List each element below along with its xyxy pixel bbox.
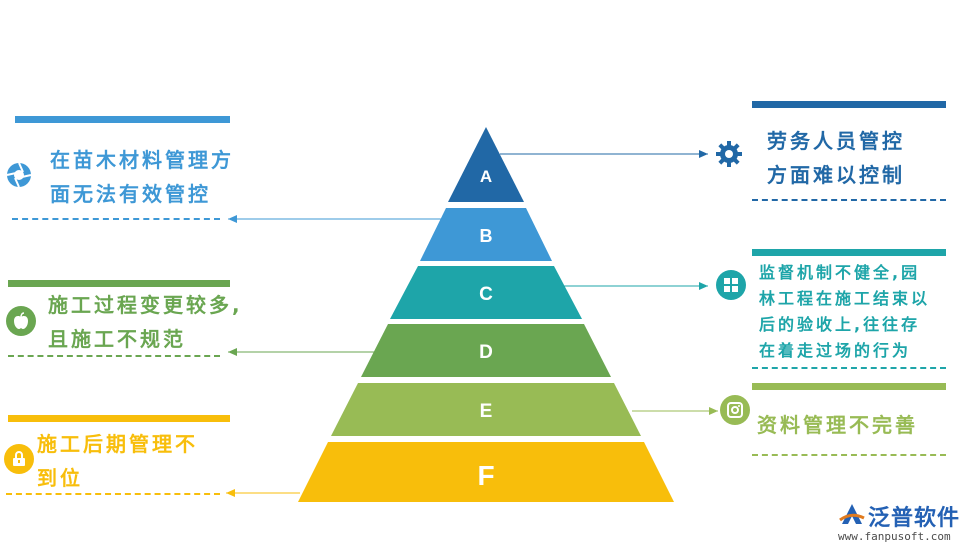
left-item2-text-line2: 且施工不规范	[48, 327, 186, 351]
left-item1-text-line1: 在苗木材料管理方	[50, 148, 234, 172]
level-label-d: D	[479, 342, 493, 363]
level-label-b: B	[480, 226, 493, 246]
left-item2-top-bar	[8, 280, 230, 287]
left-item2-text-line1: 施工过程变更较多,	[48, 293, 243, 317]
right-item2-text-line3: 后的验收上,往往存	[759, 315, 921, 334]
right-item1-top-bar	[752, 101, 946, 108]
right-item3-top-bar	[752, 383, 946, 390]
brand-logo-icon	[839, 504, 865, 524]
gear-icon	[714, 139, 744, 169]
left-item3-top-bar	[8, 415, 230, 422]
left-item1-top-bar	[15, 116, 230, 123]
right-item3-dashed-line	[752, 454, 946, 456]
left-item1-dashed-line	[12, 218, 220, 220]
pyramid-level-c	[390, 266, 582, 319]
right-item2-text-line2: 林工程在施工结束以	[759, 289, 931, 308]
windows-icon	[716, 270, 746, 300]
brand-logo: 泛普软件 www.fanpusoft.com	[838, 500, 963, 548]
pyramid-level-e	[331, 383, 641, 436]
right-item1-dashed-line	[752, 199, 946, 201]
right-item3-text: 资料管理不完善	[757, 413, 918, 437]
right-item2-top-bar	[752, 249, 946, 256]
level-label-f: F	[477, 460, 494, 491]
level-label-e: E	[480, 401, 493, 422]
level-label-a: A	[480, 167, 492, 186]
brand-url: www.fanpusoft.com	[838, 530, 951, 543]
pyramid-level-f	[298, 442, 674, 502]
right-item2-text-line4: 在着走过场的行为	[759, 341, 912, 360]
left-item1-text-line2: 面无法有效管控	[50, 182, 211, 206]
left-item3-text-line2: 到位	[37, 466, 83, 490]
left-item2-dashed-line	[8, 355, 220, 357]
aperture-icon	[4, 160, 34, 190]
left-item3-text-line1: 施工后期管理不	[37, 432, 198, 456]
right-item2-dashed-line	[752, 367, 946, 369]
instagram-icon	[720, 395, 750, 425]
left-item3-dashed-line	[6, 493, 220, 495]
apple-icon	[6, 306, 36, 336]
right-item2-text-line1: 监督机制不健全,园	[759, 263, 921, 282]
right-item1-text-line1: 劳务人员管控	[767, 129, 905, 153]
lock-icon	[4, 444, 34, 474]
right-item1-text-line2: 方面难以控制	[767, 163, 905, 187]
pyramid-level-b	[420, 208, 552, 261]
brand-name: 泛普软件	[868, 506, 961, 531]
level-label-c: C	[479, 284, 493, 305]
pyramid-level-d	[361, 324, 611, 377]
pyramid-level-a	[448, 127, 524, 202]
